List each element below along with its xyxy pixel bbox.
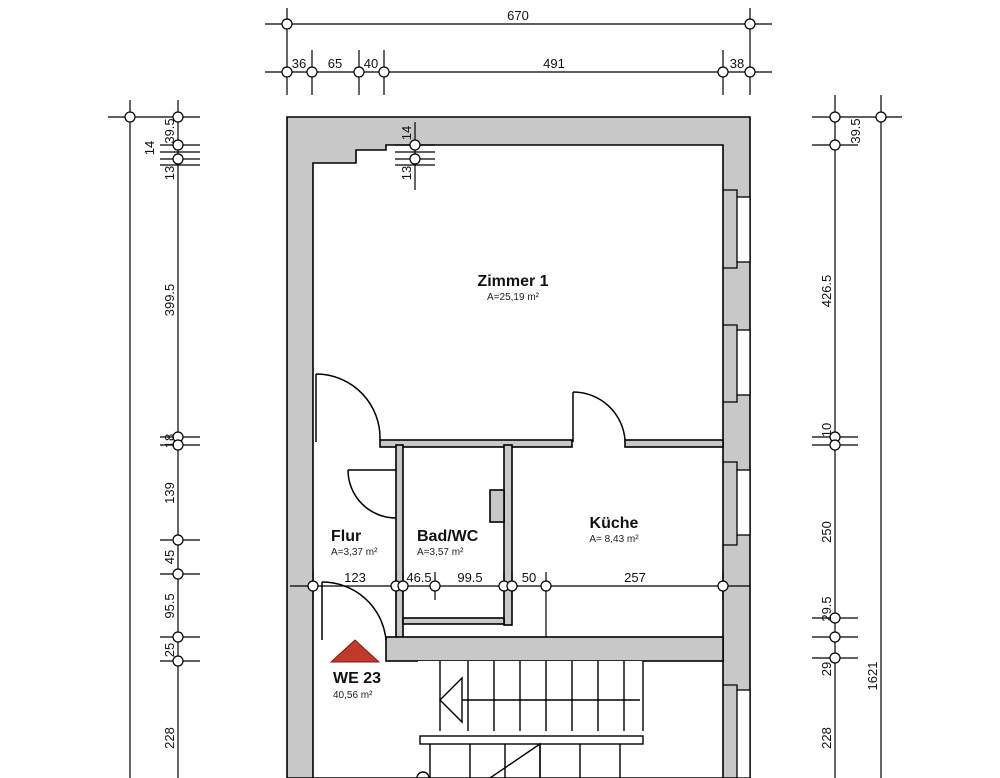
stair-arrow-icon [439, 676, 463, 724]
dim-inner-seg-1: 123 [344, 570, 366, 585]
dim-left-seg-7: 45 [162, 550, 177, 564]
stairs [416, 661, 644, 778]
room-area-zimmer: A=25,19 m² [487, 292, 540, 303]
windows-right [736, 196, 751, 778]
dim-top-seg-3: 40 [364, 56, 378, 71]
dimension-inner [290, 572, 750, 637]
dimension-pillar [395, 122, 435, 190]
walls [286, 116, 751, 778]
room-area-bad: A=3,57 m² [417, 547, 464, 558]
dim-right-seg-3: 10 [819, 423, 834, 437]
dim-top-seg-5: 38 [730, 56, 744, 71]
dimension-top [265, 8, 772, 95]
dim-left-seg-6: 139 [162, 482, 177, 504]
door-bad [347, 469, 397, 519]
partition-wall-horizontal-right [624, 439, 724, 448]
dim-left-seg-9: 25 [162, 643, 177, 657]
door-kueche [572, 391, 626, 442]
dim-right-seg-7: 228 [819, 727, 834, 749]
door-entrance [321, 581, 387, 641]
unit-area: 40,56 m² [333, 690, 373, 701]
dim-top-seg-2: 65 [328, 56, 342, 71]
partition-wall-flur-bad [395, 444, 404, 646]
door-zimmer [315, 373, 381, 442]
dim-right-overall: 1621 [865, 662, 880, 691]
wall-bottom-rooms [385, 636, 724, 662]
room-name-kueche: Küche [590, 515, 639, 532]
window-4 [736, 689, 751, 778]
partition-wall-bad-kueche [503, 444, 513, 626]
dim-pillar-seg-1: 14 [399, 126, 414, 140]
room-area-flur: A=3,37 m² [331, 547, 378, 558]
dimension-right [812, 95, 902, 778]
dim-left-seg-1: 39.5 [162, 118, 177, 143]
dim-inner-seg-2: 46.5 [406, 570, 431, 585]
dimension-left [108, 100, 200, 778]
wall-steps-right [723, 189, 738, 690]
window-2 [736, 329, 751, 396]
doors [315, 373, 626, 641]
room-name-flur: Flur [331, 528, 361, 545]
dim-top-seg-1: 36 [292, 56, 306, 71]
room-name-zimmer: Zimmer 1 [477, 273, 548, 290]
dim-inner-seg-5: 257 [624, 570, 646, 585]
partition-wall-horizontal [379, 439, 573, 448]
dim-right-seg-4: 250 [819, 521, 834, 543]
unit-label: WE 23 [333, 670, 381, 687]
dim-right-seg-1: 39.5 [848, 118, 863, 143]
dim-right-seg-5: 29.5 [819, 596, 834, 621]
dim-left-seg-8: 95.5 [162, 593, 177, 618]
window-1 [736, 196, 751, 263]
dim-right-seg-6: 29 [819, 662, 834, 676]
dim-left-seg-2: 14 [142, 141, 157, 155]
bad-kueche-niche [489, 489, 505, 523]
dim-top-overall: 670 [507, 8, 529, 23]
dim-inner-seg-3: 99.5 [457, 570, 482, 585]
dim-left-seg-10: 228 [162, 727, 177, 749]
dim-top-seg-4: 491 [543, 56, 565, 71]
room-area-kueche: A= 8,43 m² [589, 534, 639, 545]
dim-left-seg-3: 13 [162, 166, 177, 180]
entrance-triangle-icon [329, 639, 381, 663]
dim-right-seg-2: 426.5 [819, 275, 834, 308]
dim-pillar-seg-2: 13 [399, 166, 414, 180]
dim-left-seg-4: 399.5 [162, 284, 177, 317]
window-3 [736, 469, 751, 536]
dim-left-seg-5: 18 [162, 434, 177, 448]
dim-inner-seg-4: 50 [522, 570, 536, 585]
room-name-bad: Bad/WC [417, 528, 479, 545]
outer-wall [286, 116, 751, 778]
bad-lower-wall [402, 617, 505, 625]
